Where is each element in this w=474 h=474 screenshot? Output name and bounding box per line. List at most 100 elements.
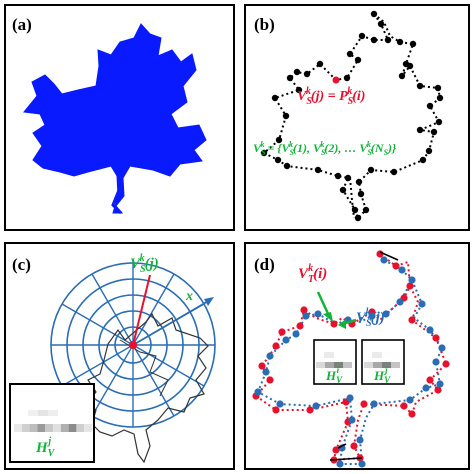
source-point [282, 336, 290, 344]
contour-point [351, 206, 359, 214]
histogram-cell [29, 424, 38, 432]
contour-points-b [260, 10, 444, 222]
source-point [348, 416, 356, 424]
contour-point [275, 136, 283, 144]
histogram-bars-d [316, 352, 400, 368]
contour-point [370, 10, 378, 18]
histogram-cell [373, 362, 382, 368]
contour-point [282, 112, 290, 120]
polar-spoke [61, 344, 134, 387]
source-point [380, 256, 388, 264]
target-point [360, 400, 368, 408]
panel-b [244, 4, 470, 231]
source-point [406, 396, 414, 404]
target-point [330, 320, 338, 328]
contour-point [416, 126, 424, 134]
source-point [358, 460, 366, 468]
histogram-cell [76, 424, 85, 432]
target-point [400, 402, 408, 410]
source-point [312, 402, 320, 410]
contour-point [271, 94, 279, 102]
target-point [278, 328, 286, 336]
polar-spoke [132, 273, 175, 346]
histogram-cell [343, 362, 352, 368]
target-point [426, 376, 434, 384]
contour-point [367, 166, 375, 174]
polar-spoke [61, 303, 134, 346]
contour-point [316, 60, 324, 68]
contour-point [293, 68, 301, 76]
maple-leaf-shape [23, 23, 207, 214]
contour-point [384, 36, 392, 44]
leaf-stem [111, 167, 123, 215]
matched-point-red [332, 76, 340, 84]
source-point [302, 312, 310, 320]
source-point [398, 266, 406, 274]
contour-point [355, 178, 363, 186]
target-point [376, 250, 384, 258]
histogram-cell [325, 362, 334, 368]
histogram-cell [28, 410, 38, 416]
contour-point [354, 56, 362, 64]
histogram-cell [316, 362, 325, 368]
h-label-d1: HVi [325, 365, 343, 385]
contour-point [283, 162, 291, 170]
target-point [408, 410, 416, 418]
panel-a-label: (a) [12, 15, 32, 34]
contour-point [430, 128, 438, 136]
histogram-cell [38, 410, 48, 416]
histogram-cell [334, 362, 343, 368]
target-point [300, 306, 308, 314]
vt-label: VTk(i) [298, 263, 327, 285]
eq-point-set: VSk = {VSk(1), VSk(2), … VSk(NS)} [253, 140, 397, 157]
histogram-cell [21, 424, 30, 432]
histogram-cell [60, 424, 69, 432]
polar-spoke [91, 344, 134, 417]
target-point [406, 282, 414, 290]
histogram-cell [324, 352, 334, 358]
histogram-cell [14, 424, 22, 432]
target-point [332, 446, 340, 454]
contour-points-d [252, 250, 450, 468]
arrow-vt-head-icon [323, 312, 333, 322]
source-point [276, 400, 284, 408]
contour-point [286, 74, 294, 82]
v-point-label: VSk(j) [130, 253, 159, 275]
vs-label: VSk(j) [356, 307, 385, 329]
histogram-cell [84, 424, 92, 432]
target-contour-red [254, 253, 448, 462]
histogram-cell [382, 362, 391, 368]
contour-point [314, 166, 322, 174]
h-label-c: HVj [35, 436, 56, 459]
contour-point [436, 94, 444, 102]
histogram-cell [45, 424, 53, 432]
histogram-cell [37, 424, 46, 432]
contour-point [354, 214, 362, 222]
source-point [266, 352, 274, 360]
contour-point [343, 74, 351, 82]
contour-point [377, 20, 385, 28]
target-point [392, 262, 400, 270]
source-point [356, 436, 364, 444]
contour-point [357, 190, 365, 198]
target-point [272, 406, 280, 414]
histogram-cell [391, 362, 400, 368]
source-point [292, 330, 300, 338]
source-point [370, 400, 378, 408]
contour-point [274, 156, 282, 164]
contour-point [396, 38, 404, 46]
histogram-cell [53, 424, 61, 432]
contour-point [435, 118, 443, 126]
source-point [418, 300, 426, 308]
target-point [434, 386, 442, 394]
source-point [426, 326, 434, 334]
histogram-cell [364, 362, 373, 368]
arrow-head-icon [204, 297, 214, 306]
source-point [436, 380, 444, 388]
polar-spoke [132, 344, 205, 387]
source-contour-blue [256, 259, 444, 465]
histogram-cell [372, 352, 382, 358]
match-line-2 [329, 457, 363, 461]
contour-point [295, 86, 303, 94]
